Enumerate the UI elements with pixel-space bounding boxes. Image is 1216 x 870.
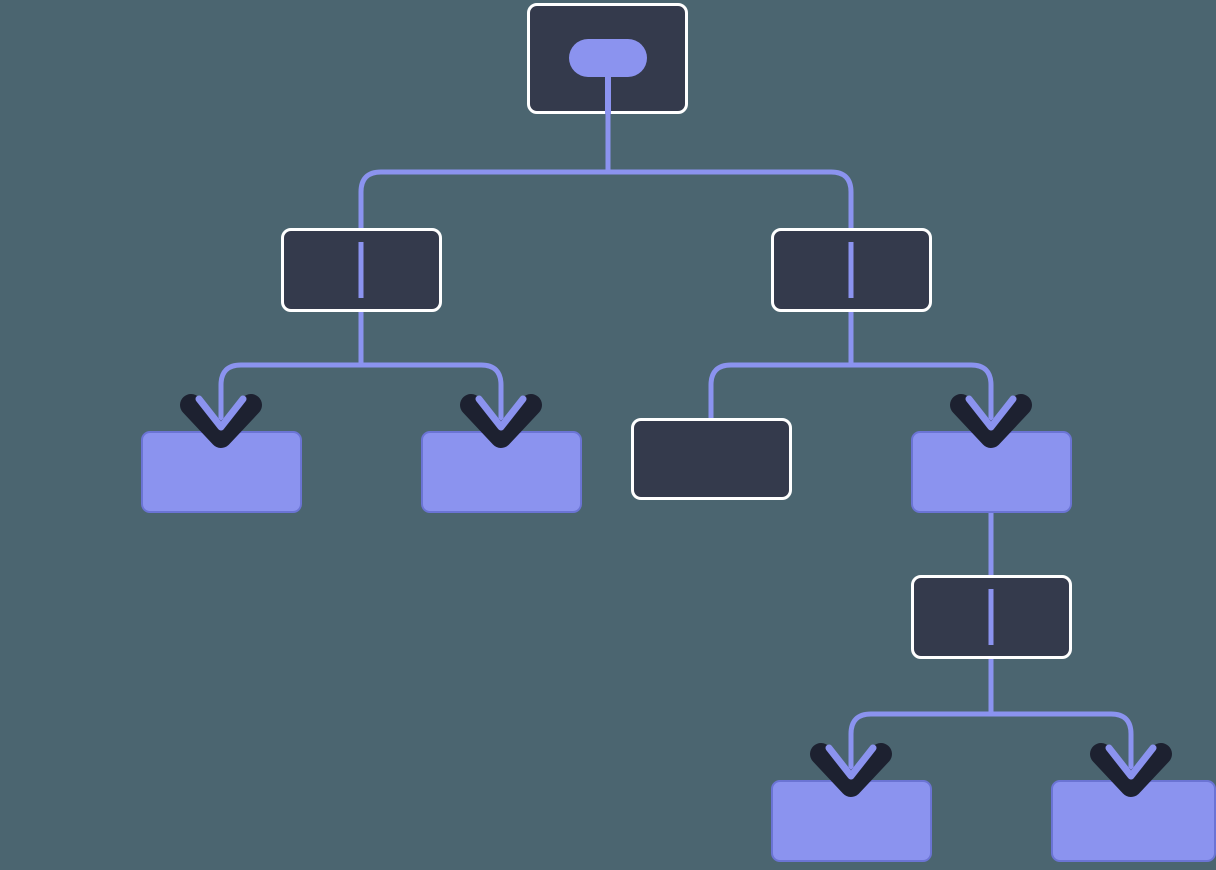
leaf-node-b[interactable] [421,431,582,513]
level2-left-node[interactable] [281,228,442,312]
branch-node-purple[interactable] [911,431,1072,513]
level4-dark-node[interactable] [911,575,1072,659]
root-pill-stem [605,58,611,114]
leaf-node-d[interactable] [1051,780,1216,862]
level2-right-node[interactable] [771,228,932,312]
leaf-node-c[interactable] [771,780,932,862]
leaf-node-a[interactable] [141,431,302,513]
level3-dark-node[interactable] [631,418,792,500]
